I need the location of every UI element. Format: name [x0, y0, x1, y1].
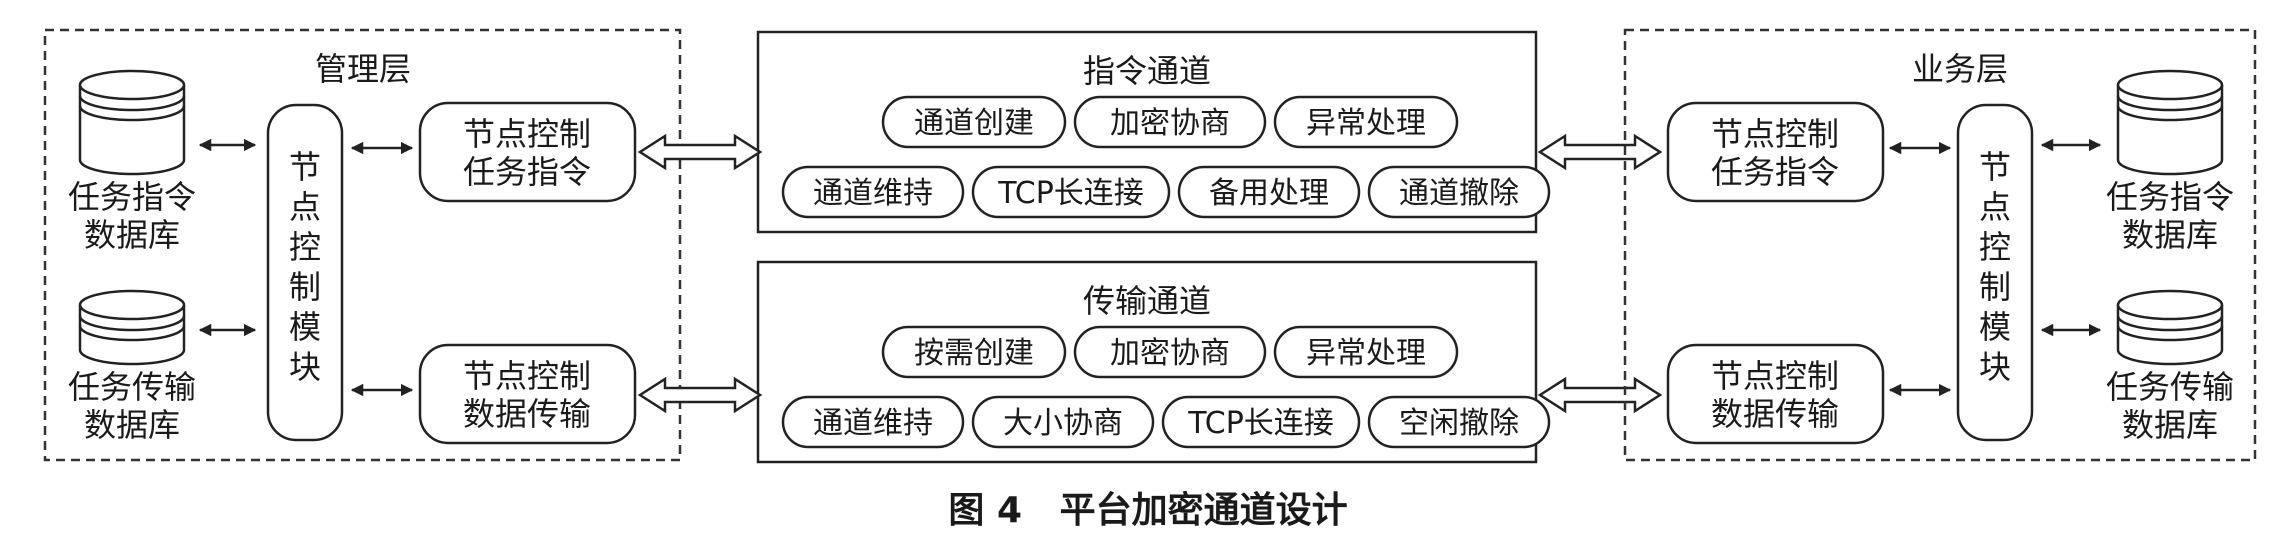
task-transport-database-label-line2: 数据库 [2122, 406, 2218, 444]
trans-pill-channel-maintain [781, 395, 965, 449]
cmd-pill-label: 加密协商 [1110, 106, 1230, 141]
task-command-database-icon-right [2116, 69, 2224, 176]
cmd-pill-label: 通道维持 [813, 176, 933, 211]
cmd-pill-encryption-negotiation [1073, 95, 1267, 149]
module-char: 块 [1979, 348, 2011, 386]
management-layer-title: 管理层 [315, 50, 411, 88]
module-char: 控 [289, 228, 321, 266]
node-control-module-right-label: 节 点 控 制 模 块 [1979, 148, 2011, 386]
trans-pill-label: 加密协商 [1110, 336, 1230, 371]
task-command-database-label-line2: 数据库 [84, 216, 180, 254]
node-control-data-transfer-box-right [1666, 343, 1885, 445]
module-char: 节 [1979, 148, 2011, 186]
cmd-pill-label: 通道创建 [914, 106, 1034, 141]
management-layer-panel [43, 28, 682, 462]
cmd-pill-label: 通道撤除 [1399, 176, 1519, 211]
task-command-database-label-line1: 任务指令 [68, 178, 196, 216]
task-box-label-line2: 任务指令 [463, 153, 591, 191]
task-command-database-icon [78, 69, 186, 176]
data-box-label-line2: 数据传输 [1711, 395, 1839, 433]
task-transport-database-icon-right [2116, 289, 2224, 366]
task-box-label-line1: 节点控制 [463, 115, 591, 153]
data-box-label-line2: 数据传输 [463, 395, 591, 433]
cmd-pill-channel-maintain [781, 165, 965, 219]
task-transport-database-label-line2: 数据库 [84, 406, 180, 444]
module-char: 制 [289, 268, 321, 306]
cmd-pill-label: TCP长连接 [997, 176, 1144, 211]
cmd-pill-tcp-long-connection [971, 165, 1171, 219]
module-char: 模 [1979, 308, 2011, 346]
task-transport-database-label-line1: 任务传输 [2106, 368, 2234, 406]
module-char: 节 [289, 148, 321, 186]
transport-channel-title: 传输通道 [1083, 282, 1211, 320]
task-command-database-label-line2: 数据库 [2122, 216, 2218, 254]
module-char: 模 [289, 308, 321, 346]
node-control-data-transfer-box-left [418, 343, 637, 445]
task-transport-database-label-line1: 任务传输 [68, 368, 196, 406]
node-control-task-command-box-right [1666, 101, 1885, 203]
double-arrow-left-command [637, 133, 763, 171]
cmd-pill-backup-handling [1177, 165, 1361, 219]
trans-pill-label: 按需创建 [914, 336, 1034, 371]
double-arrow-right-transport [1537, 376, 1663, 414]
node-control-module-left-label: 节 点 控 制 模 块 [289, 148, 321, 386]
trans-pill-label: 通道维持 [813, 406, 933, 441]
module-char: 点 [289, 188, 321, 226]
module-char: 控 [1979, 228, 2011, 266]
trans-pill-idle-teardown [1367, 395, 1551, 449]
cmd-pill-label: 异常处理 [1306, 106, 1426, 141]
module-char: 点 [1979, 188, 2011, 226]
business-layer-panel [1623, 28, 2257, 462]
task-box-label-line1: 节点控制 [1711, 115, 1839, 153]
data-box-label-line1: 节点控制 [463, 357, 591, 395]
cmd-pill-label: 备用处理 [1209, 176, 1329, 211]
trans-pill-tcp-long-connection [1161, 395, 1361, 449]
double-arrow-right-command [1537, 133, 1663, 171]
module-char: 制 [1979, 268, 2011, 306]
trans-pill-encryption-negotiation [1073, 325, 1267, 379]
trans-pill-label: TCP长连接 [1187, 406, 1334, 441]
node-control-module-left [266, 103, 344, 442]
figure-caption: 图 4 平台加密通道设计 [948, 489, 1347, 531]
double-arrow-left-transport [637, 376, 763, 414]
task-box-label-line2: 任务指令 [1711, 153, 1839, 191]
trans-pill-label: 异常处理 [1306, 336, 1426, 371]
command-channel-title: 指令通道 [1083, 52, 1211, 90]
cmd-pill-channel-teardown [1367, 165, 1551, 219]
business-layer-title: 业务层 [1912, 50, 2008, 88]
cmd-pill-channel-create [881, 95, 1067, 149]
trans-pill-exception-handling [1273, 325, 1459, 379]
task-command-database-label-line1: 任务指令 [2106, 178, 2234, 216]
task-transport-database-icon [78, 289, 186, 366]
node-control-module-right [1956, 103, 2034, 442]
trans-pill-size-negotiation [971, 395, 1155, 449]
trans-pill-label: 大小协商 [1003, 406, 1123, 441]
module-char: 块 [289, 348, 321, 386]
trans-pill-on-demand-create [881, 325, 1067, 379]
cmd-pill-exception-handling [1273, 95, 1459, 149]
trans-pill-label: 空闲撤除 [1399, 406, 1519, 441]
node-control-task-command-box-left [418, 101, 637, 203]
data-box-label-line1: 节点控制 [1711, 357, 1839, 395]
